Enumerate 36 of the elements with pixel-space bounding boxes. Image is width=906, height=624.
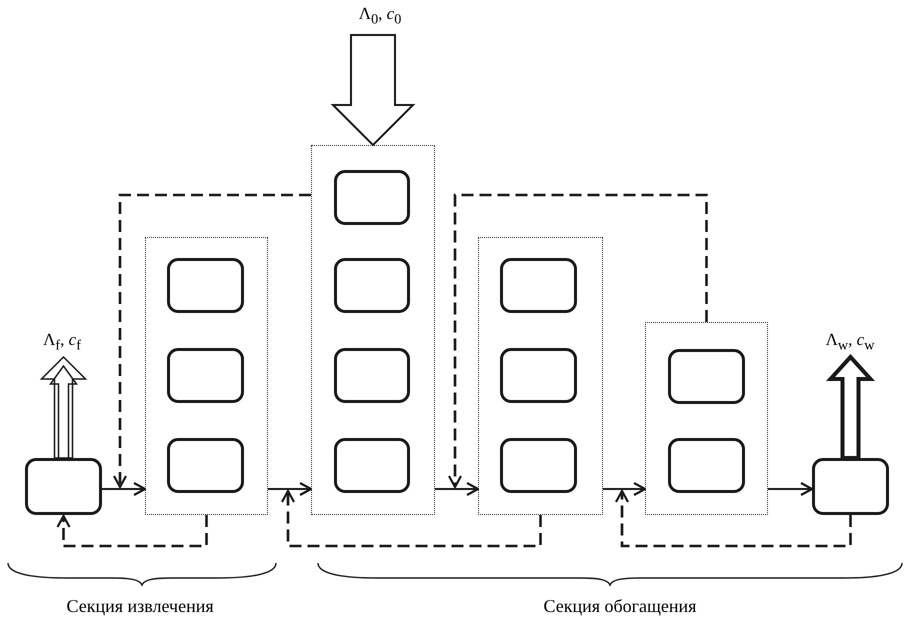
stream-label: Λ$_{0}$, c$_{0}$	[340, 4, 420, 28]
arrow	[268, 482, 312, 496]
unit-box	[334, 258, 410, 312]
arrow	[102, 482, 146, 496]
stage-group	[311, 145, 435, 515]
unit-box	[25, 458, 102, 515]
unit-box	[500, 348, 576, 402]
block-arrow	[40, 356, 88, 461]
unit-box	[334, 348, 410, 402]
unit-box	[668, 348, 744, 404]
unit-box	[334, 438, 410, 492]
unit-box	[166, 348, 244, 402]
unit-box	[668, 438, 744, 492]
stage-group	[145, 237, 268, 515]
dashed-arrow	[112, 194, 311, 488]
arrow	[435, 482, 480, 496]
section-label: Секция извлечения	[66, 596, 214, 617]
arrow	[768, 482, 814, 496]
dashed-arrow	[56, 514, 208, 548]
stream-label: Λ$_{f}$, c$_{f}$	[22, 330, 102, 354]
dashed-arrow	[614, 490, 852, 548]
unit-box	[166, 438, 244, 492]
stage-group	[478, 237, 603, 515]
dashed-arrow	[280, 490, 542, 548]
unit-box	[812, 458, 889, 515]
unit-box	[500, 438, 576, 492]
block-arrow	[330, 34, 416, 146]
dashed-arrow	[448, 194, 708, 488]
unit-box	[500, 258, 576, 312]
stage-group	[645, 322, 768, 515]
stream-label: Λ$_{w}$, c$_{w}$	[810, 330, 890, 354]
block-arrow	[826, 354, 876, 460]
unit-box	[166, 258, 244, 312]
section-label: Секция обогащения	[544, 596, 696, 617]
unit-box	[334, 170, 410, 224]
arrow	[603, 482, 646, 496]
